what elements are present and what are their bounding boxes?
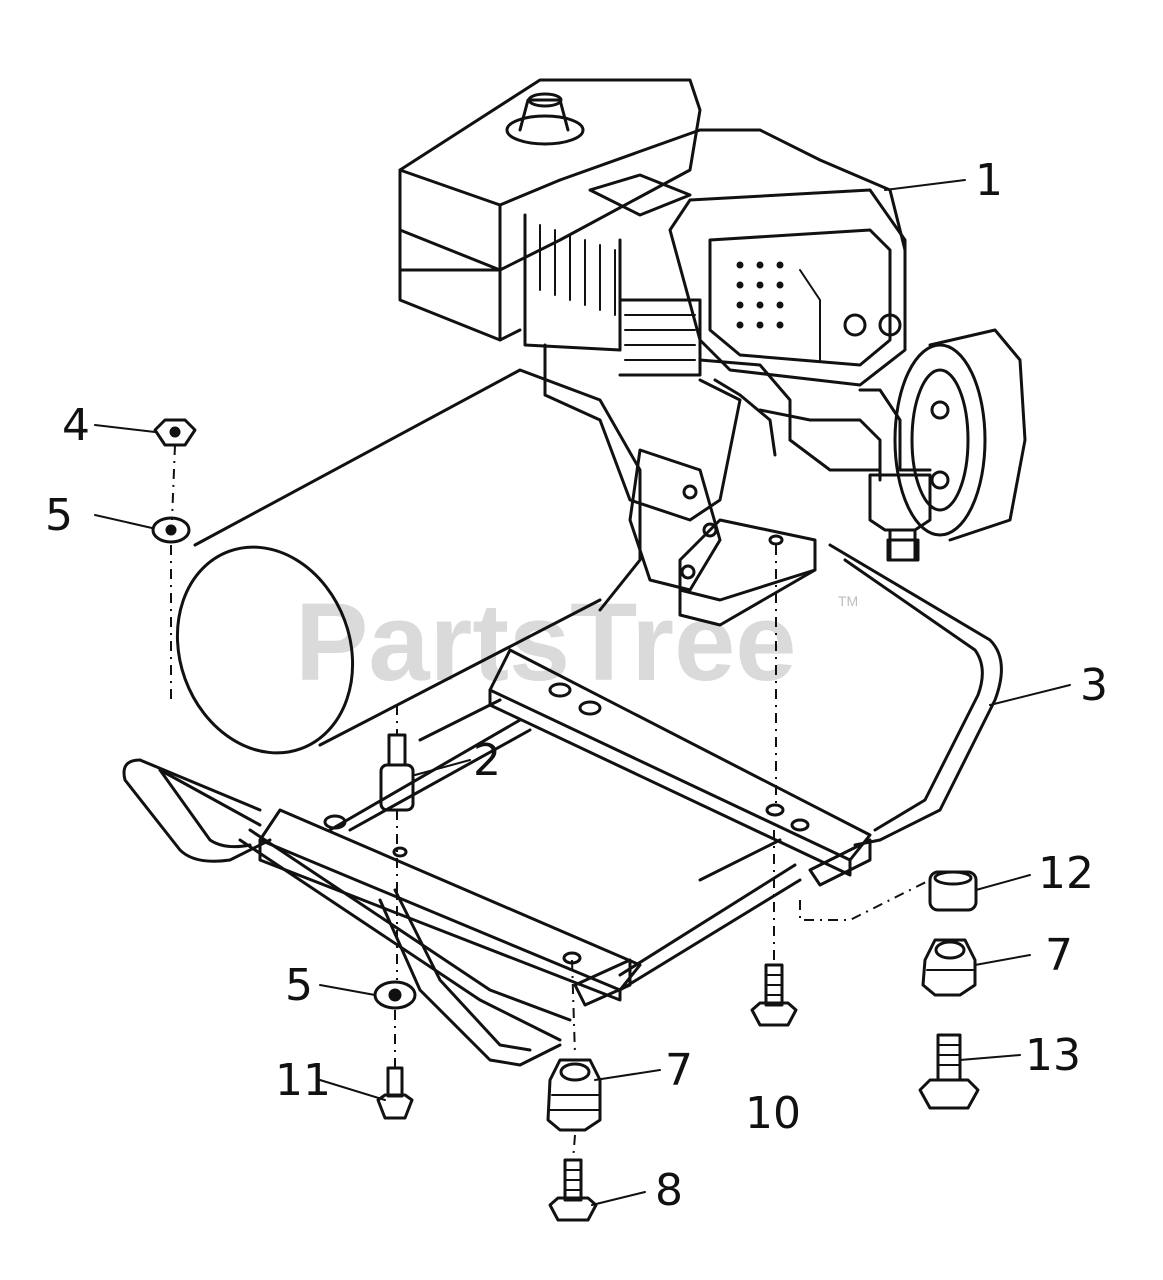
callout-7-lower: 7: [665, 1045, 693, 1096]
frame-handle: [122, 543, 1003, 1067]
callout-3: 3: [1080, 660, 1108, 711]
callout-8: 8: [655, 1165, 683, 1216]
watermark: PartsTree: [295, 581, 796, 704]
callout-4: 4: [62, 400, 90, 451]
grommet-part-7-lower: [546, 1058, 602, 1132]
air-tank: [175, 368, 642, 755]
callout-13: 13: [1025, 1030, 1081, 1081]
callout-5-lower: 5: [285, 960, 313, 1011]
leader-lines: [94, 179, 1071, 1206]
callout-10: 10: [745, 1088, 801, 1139]
nut-part-4: [153, 418, 197, 447]
bolt-part-10: [750, 963, 798, 1027]
callout-2: 2: [473, 735, 501, 786]
callout-labels: 1 2 3 4 5 5 7 7 8 10 11 12 13: [45, 155, 1108, 1216]
bolt-part-11: [376, 1066, 414, 1120]
callout-7-upper: 7: [1045, 930, 1073, 981]
mounting-plates: [258, 648, 872, 1007]
callout-1: 1: [975, 155, 1003, 206]
bolt-part-13: [918, 1033, 980, 1110]
callout-11: 11: [275, 1055, 331, 1106]
bolt-part-8: [548, 1158, 598, 1222]
spacer-part-12: [928, 870, 978, 912]
grommet-part-7-upper: [921, 938, 977, 997]
callout-12: 12: [1038, 848, 1094, 899]
callout-5-upper: 5: [45, 490, 73, 541]
washer-part-5-lower: [373, 980, 417, 1010]
watermark-trademark: TM: [838, 593, 858, 609]
assembly-lines: [170, 444, 931, 1161]
washer-part-5-upper: [151, 516, 191, 544]
engine: [398, 78, 1027, 627]
